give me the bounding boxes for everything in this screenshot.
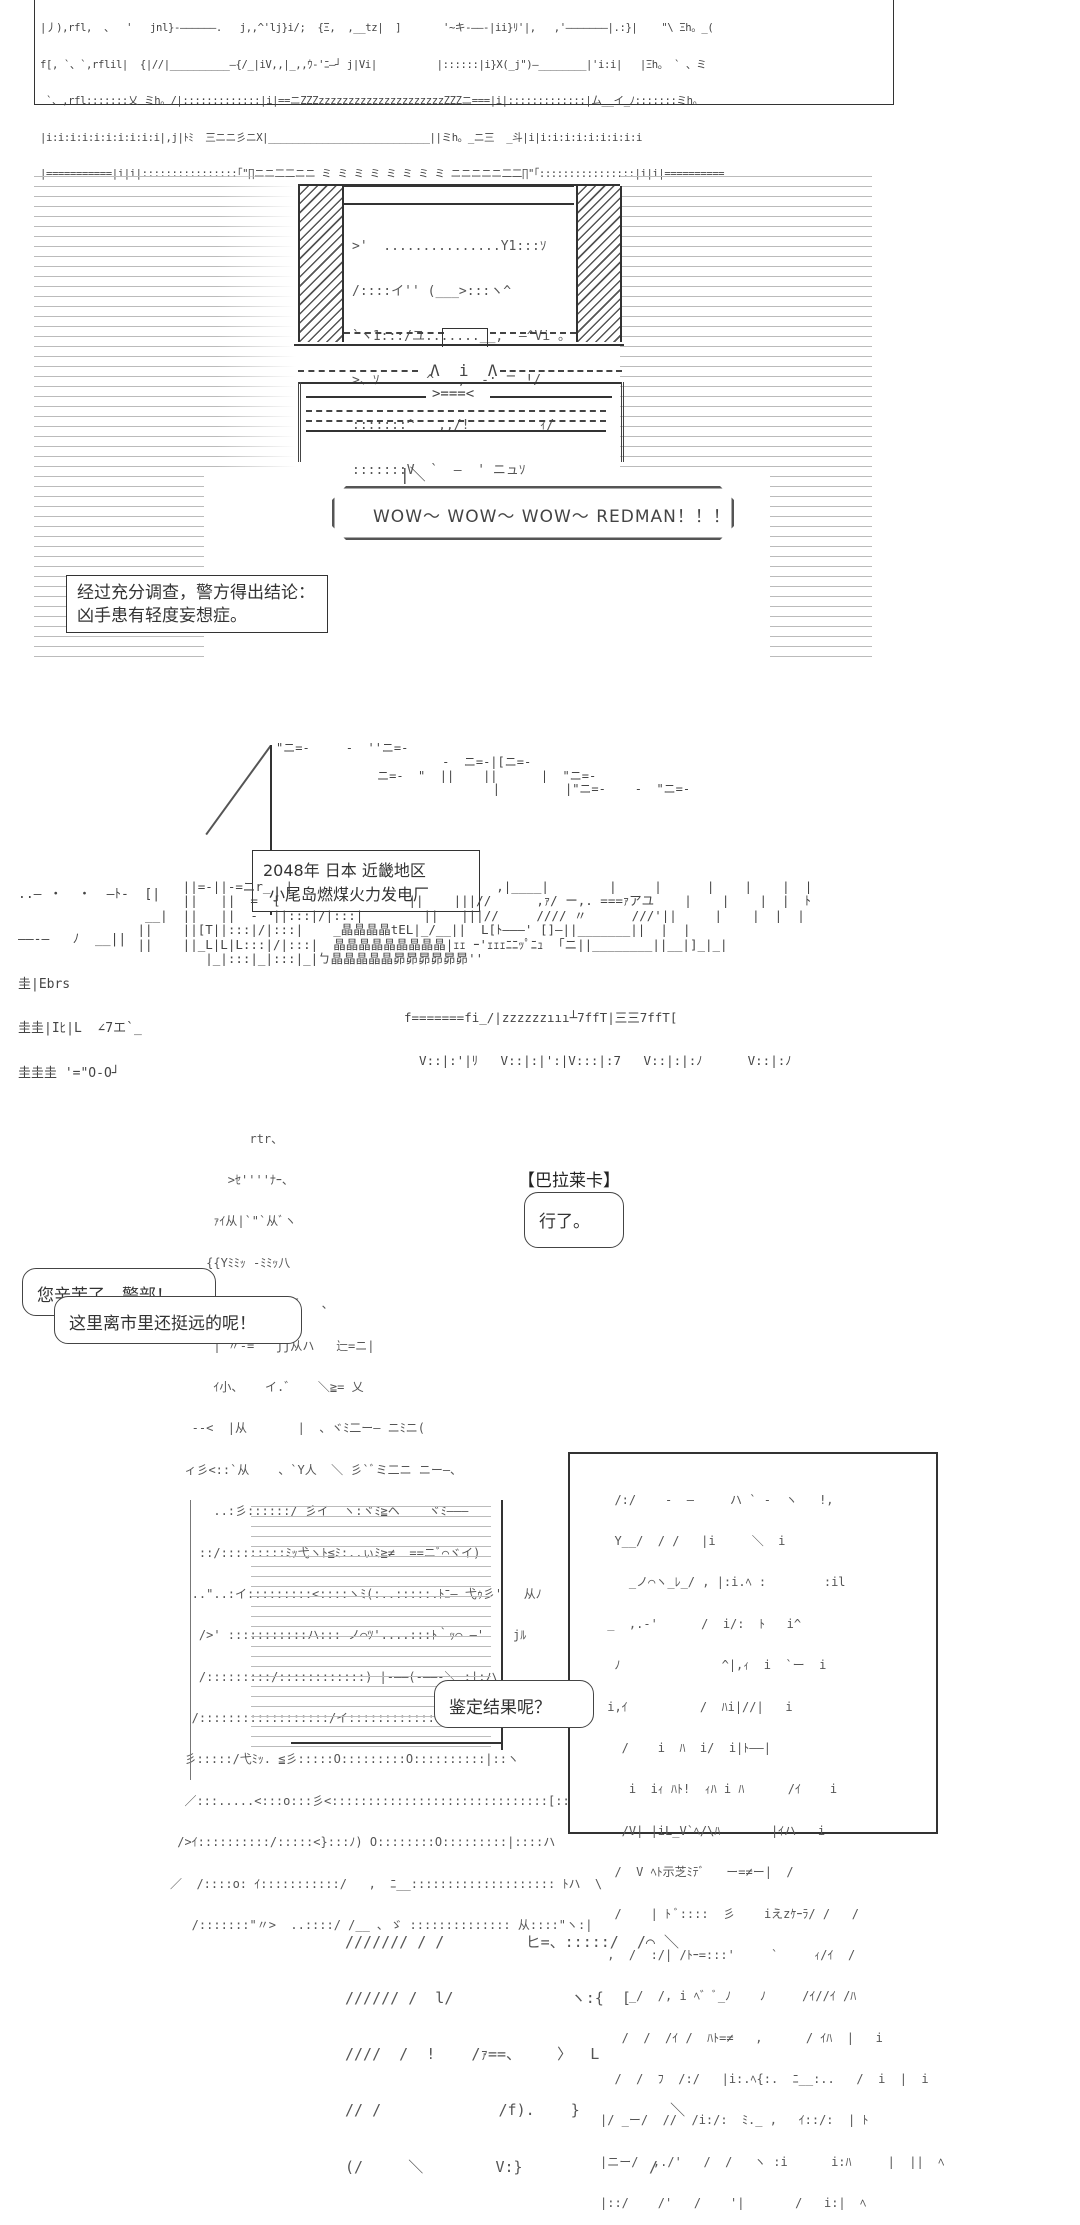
console-line-2 xyxy=(490,396,612,398)
tv-hatch-right xyxy=(576,186,622,342)
panel-1-ascii-art: |丿),rfl, 、 ' jnl}-――――――. j,,^'lj}i/; {Ξ… xyxy=(40,0,725,193)
dotted-fill-left xyxy=(34,170,296,470)
plant-left-structures: ..― ・ ・ ―ﾄ‐ [| ――‐― ﾉ __|| 圭|Ebrs 圭圭|Iﾋ|… xyxy=(18,886,161,1082)
tv-screen xyxy=(344,186,574,333)
roof-pole xyxy=(270,745,272,915)
tv-bottom-dash-right xyxy=(490,332,576,334)
roof-dashes: "ニ=- - ''ニ=- - ニ=-|[ニ=- ニ=- " || || | "ニ… xyxy=(276,741,691,797)
console-top-line xyxy=(298,382,622,384)
shout-bubble: WOW～ WOW～ WOW～ REDMAN！！！ xyxy=(332,486,734,540)
tv-bottom-dash-left xyxy=(344,332,444,334)
ascii-row: f[, `、`,rflil| {|//|__________―{/_|iV,,|… xyxy=(40,58,707,71)
speaker-tag: 【巴拉莱卡】 xyxy=(518,1171,620,1191)
console-dash-2 xyxy=(306,420,606,422)
inset-panel xyxy=(568,1452,938,1834)
tv-neck xyxy=(442,328,488,347)
console-top-dash-left xyxy=(298,370,418,372)
tv-base-line xyxy=(294,344,624,346)
tv-set xyxy=(298,184,620,346)
dotted-fill-right-lower xyxy=(770,470,872,660)
console-top-dash-right xyxy=(500,370,622,372)
roof-line-1 xyxy=(205,745,272,835)
bubble-question: 鉴定结果呢？ xyxy=(434,1680,594,1728)
bubble-distance: 这里离市里还挺远的呢！ xyxy=(54,1296,302,1344)
shout-text: WOW～ WOW～ WOW～ REDMAN！！！ xyxy=(373,507,731,527)
console-line-3 xyxy=(306,430,606,432)
panel-5-ascii-art: /////// / / ヒ=、:::::/ /⌒ ＼ ////// / l/ ヽ… xyxy=(345,1932,686,2176)
narration-line-1: 经过充分调查，警方得出结论： xyxy=(77,583,315,603)
console-vent: Λ i Λ xyxy=(430,361,498,380)
speaker-bubble: 行了。 xyxy=(524,1192,624,1248)
tv-hatch-left xyxy=(298,186,344,342)
ascii-row: |i:i:i:i:i:i:i:i:i:i|,j|ﾄﾐ 三ニニ彡ニX|______… xyxy=(40,131,642,144)
caption-line-1: 2048年 日本 近畿地区 xyxy=(263,861,426,880)
speaker-line: 行了。 xyxy=(539,1212,590,1232)
console-body xyxy=(298,382,624,462)
narration-line-2: 凶手患有轻度妄想症。 xyxy=(77,605,247,626)
plant-middle-structures: ||=-||-=ニr_ | ,|____| | | | | | | || || … xyxy=(137,879,813,966)
bubble-distance-text: 这里离市里还挺远的呢！ xyxy=(69,1314,256,1334)
location-caption-box: 2048年 日本 近畿地区 小尾岛燃煤火力发电厂 xyxy=(252,850,480,912)
caption-line-2: 小尾岛燃煤火力发电厂 xyxy=(269,885,430,904)
plant-bottom-vehicles: f=======fi_/|zzzzzzııı┴7ffT|三三7ffT[ V::|… xyxy=(404,1009,792,1068)
console-dash-1 xyxy=(306,410,606,412)
panel-1-frame xyxy=(34,0,894,105)
console-knob: >===< xyxy=(432,386,475,402)
bubble-question-text: 鉴定结果呢？ xyxy=(449,1698,551,1718)
ascii-row: |丿),rfl, 、 ' jnl}-――――――. j,,^'lj}i/; {Ξ… xyxy=(40,22,714,35)
dotted-fill-right xyxy=(620,170,872,470)
shout-bubble-tail: |＼ xyxy=(400,465,426,484)
console-line-1 xyxy=(306,396,426,398)
coat-body xyxy=(190,1500,561,1780)
narration-box: 经过充分调查，警方得出结论： 凶手患有轻度妄想症。 xyxy=(66,575,328,633)
ascii-row: `、,rfl:::::::乂 ミh。/|:::::::::::::|i|==ニZ… xyxy=(40,95,703,108)
